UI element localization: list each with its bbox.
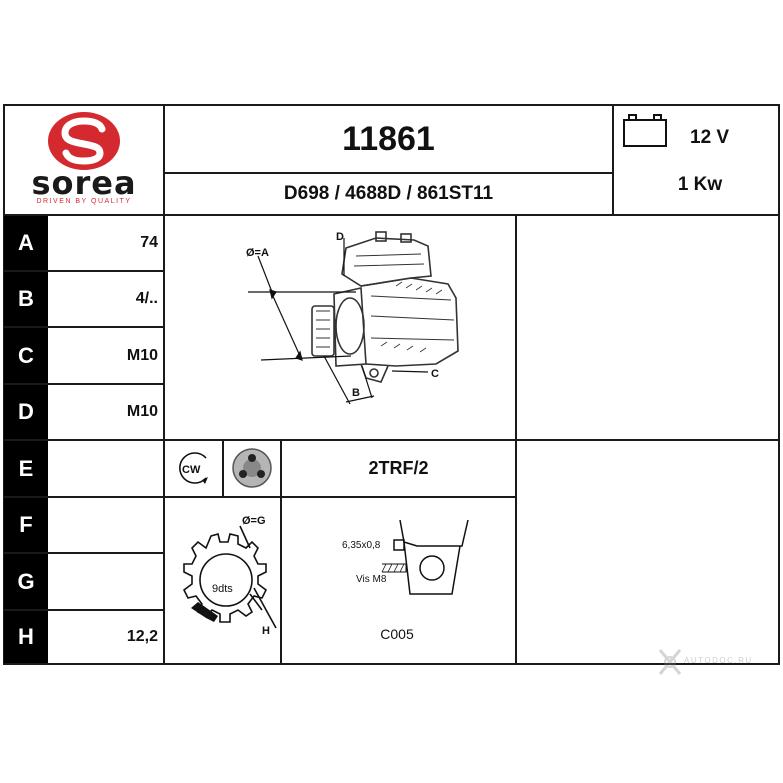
- spec-letter-h: H: [4, 611, 48, 663]
- spec-value-a: 74: [140, 234, 158, 251]
- grid-line: [612, 104, 614, 216]
- grid-line: [3, 496, 515, 498]
- grid-line: [280, 439, 282, 665]
- spec-value-g: [50, 554, 160, 609]
- sorea-emblem-icon: [48, 112, 120, 170]
- grid-line: [3, 104, 780, 106]
- spec-letter-a: A: [4, 216, 48, 270]
- rotation-clockwise-icon: CW: [172, 448, 216, 490]
- grid-line: [3, 439, 780, 441]
- power-output-value: 1 Kw: [677, 174, 723, 195]
- dimension-b-label: B: [352, 387, 360, 399]
- voltage-value: 12 V: [690, 127, 730, 148]
- spec-letter-e: E: [4, 441, 48, 496]
- part-number: 11861: [342, 119, 435, 158]
- watermark-text: AUTODOC.RU: [684, 656, 753, 665]
- grid-line: [3, 383, 165, 385]
- dimension-c-label: C: [431, 368, 439, 380]
- grid-line: [163, 172, 613, 174]
- battery-icon: [622, 112, 670, 148]
- pinion-h-label: H: [262, 625, 270, 637]
- grid-line: [3, 214, 780, 216]
- watermark: AUTODOC.RU: [656, 640, 780, 684]
- spec-value-d: M10: [126, 403, 158, 420]
- terminal-size-label: 6,35x0,8: [342, 540, 381, 551]
- dimension-d-label: D: [336, 231, 344, 243]
- grid-line: [3, 609, 165, 611]
- pinion-teeth-label: 9dts: [212, 583, 233, 595]
- brand-logo: sorea DRIVEN BY QUALITY: [8, 108, 160, 212]
- spec-letter-f: F: [4, 498, 48, 552]
- spec-value-h: 12,2: [126, 628, 158, 645]
- pinion-diameter-label: Ø=G: [242, 515, 266, 527]
- grid-line: [222, 439, 224, 497]
- starter-motor-diagram: Ø=A D C B: [166, 216, 514, 438]
- pinion-diagram: Ø=G 9dts H: [166, 498, 279, 662]
- spec-value-c: M10: [126, 346, 158, 364]
- rotation-label: CW: [182, 464, 201, 476]
- cross-references: D698 / 4688D / 861ST11: [283, 183, 494, 204]
- diameter-label: Ø=A: [246, 247, 269, 259]
- grid-line: [3, 326, 165, 328]
- spec-letter-c: C: [4, 328, 48, 383]
- terminal-diagram: 6,35x0,8 Vis M8 C005: [282, 498, 515, 662]
- grid-line: [778, 104, 780, 665]
- grid-line: [3, 552, 165, 554]
- flange-code: 2TRF/2: [368, 458, 429, 478]
- spec-letter-g: G: [4, 554, 48, 609]
- grid-line: [3, 663, 780, 665]
- spec-value-b: 4/..: [135, 290, 158, 307]
- grid-line: [3, 270, 165, 272]
- spec-value-f: [50, 498, 160, 552]
- three-hole-flange-icon: [230, 446, 274, 490]
- spec-letter-b: B: [4, 272, 48, 326]
- spec-letter-d: D: [4, 385, 48, 439]
- terminal-screw-label: Vis M8: [356, 574, 387, 585]
- spec-value-e: [50, 441, 160, 496]
- brand-name: sorea: [31, 164, 137, 202]
- grid-line: [515, 214, 517, 665]
- terminal-code: C005: [380, 626, 414, 642]
- watermark-logo-icon: [658, 649, 682, 675]
- brand-tagline: DRIVEN BY QUALITY: [36, 198, 132, 205]
